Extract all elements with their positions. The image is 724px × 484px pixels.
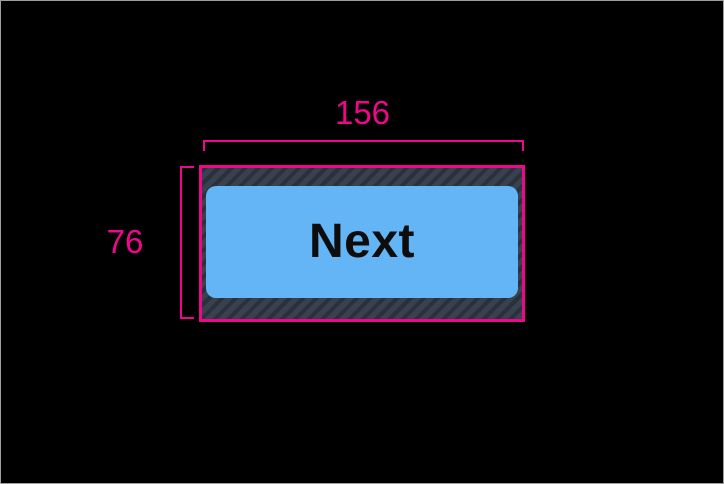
next-button[interactable]: Next (206, 186, 518, 298)
selection-outline-with-padding-hatch: Next (199, 165, 525, 322)
height-dimension-label: 76 (106, 223, 144, 260)
next-button-label: Next (308, 215, 416, 268)
height-dimension-bracket (180, 166, 194, 319)
width-dimension-bracket (203, 140, 524, 151)
width-dimension-label: 156 (334, 94, 391, 131)
